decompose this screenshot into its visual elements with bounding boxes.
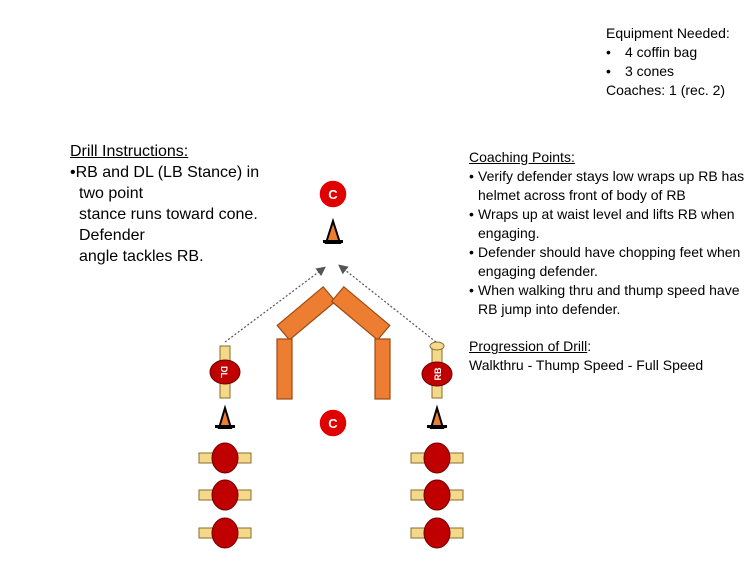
coffin-bag	[276, 338, 293, 400]
cone-icon	[323, 217, 343, 244]
svg-text:C: C	[328, 187, 338, 202]
svg-text:RB: RB	[433, 367, 443, 380]
coaching-point: Verify defender stays low wraps up RB ha…	[469, 167, 754, 205]
cone-icon	[427, 404, 447, 429]
waiting-player-icon	[198, 517, 252, 549]
waiting-player-icon	[410, 442, 464, 474]
instruction-line: two point	[79, 185, 144, 202]
coaching-point: Defender should have chopping feet when …	[469, 243, 754, 281]
instruction-line: Defender	[79, 227, 145, 244]
cone-icon	[215, 404, 235, 429]
equipment-title: Equipment Needed:	[606, 25, 730, 41]
coaching-point: When walking thru and thump speed have R…	[469, 281, 754, 319]
coffin-bag	[276, 285, 337, 341]
coaches-count: Coaches: 1 (rec. 2)	[606, 82, 726, 98]
coffin-bag	[330, 285, 391, 341]
coffin-bag	[374, 338, 391, 400]
path-arrow	[338, 264, 437, 343]
waiting-player-icon	[410, 517, 464, 549]
waiting-player-icon	[410, 479, 464, 511]
dl-player-icon: DL	[209, 345, 241, 399]
waiting-player-icon	[198, 479, 252, 511]
coach-marker-bottom: C	[318, 408, 348, 438]
coach-marker-top: C	[318, 179, 348, 209]
drill-instructions: Drill Instructions: •RB and DL (LB Stanc…	[70, 141, 330, 267]
progression-text: Walkthru - Thump Speed - Full Speed	[469, 357, 704, 373]
instructions-heading: Drill Instructions:	[70, 143, 189, 160]
path-arrow	[224, 266, 326, 343]
equipment-item: 3 cones	[606, 62, 730, 81]
equipment-item: 4 coffin bag	[606, 43, 730, 62]
waiting-player-icon	[198, 442, 252, 474]
svg-text:DL: DL	[219, 366, 229, 378]
rb-player-icon: RB	[421, 341, 453, 399]
coaching-heading: Coaching Points:	[469, 149, 575, 165]
svg-text:C: C	[328, 416, 338, 431]
instruction-line: angle tackles RB.	[79, 248, 204, 265]
coaching-point: Wraps up at waist level and lifts RB whe…	[469, 205, 754, 243]
instruction-line: •RB and DL (LB Stance) in	[70, 164, 260, 181]
progression-heading: Progression of Drill	[469, 338, 588, 354]
progression-panel: Progression of Drill: Walkthru - Thump S…	[469, 338, 704, 373]
equipment-panel: Equipment Needed: 4 coffin bag 3 cones C…	[606, 24, 730, 100]
coaching-points: Coaching Points: Verify defender stays l…	[469, 148, 754, 319]
instruction-line: stance runs toward cone.	[79, 206, 258, 223]
